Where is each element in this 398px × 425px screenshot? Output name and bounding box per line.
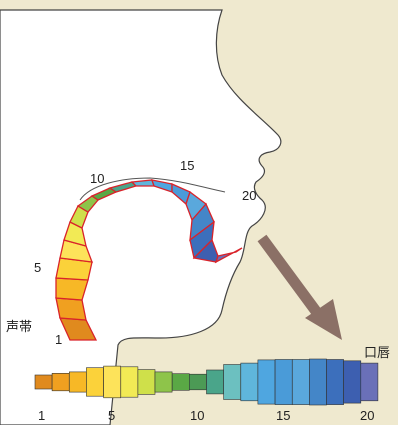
tube-segment-18: [327, 360, 344, 405]
tube-tick-20: 20: [360, 408, 374, 423]
tube-segment-16: [292, 360, 309, 405]
section-label-15: 15: [180, 158, 194, 173]
tube-segment-11: [207, 370, 224, 394]
vocal-folds-label: 声帯: [6, 320, 32, 335]
tract-section-3: [56, 278, 88, 300]
tube-tick-1: 1: [38, 408, 45, 423]
tract-section-2: [56, 298, 86, 320]
face-profile: [0, 10, 281, 425]
tube-segment-17: [309, 359, 326, 405]
tube-segment-13: [241, 363, 258, 401]
tube-segment-5: [104, 366, 121, 398]
tube-segment-15: [275, 360, 292, 405]
tube-segment-4: [86, 368, 103, 397]
tube-segment-2: [52, 373, 69, 391]
section-label-5: 5: [34, 260, 41, 275]
tube-segment-9: [172, 374, 189, 391]
section-label-20: 20: [242, 188, 256, 203]
tube-segment-20: [361, 363, 378, 401]
tube-segment-8: [155, 372, 172, 392]
tube-segment-7: [138, 370, 155, 395]
tube-segment-14: [258, 360, 275, 404]
section-label-1: 1: [55, 332, 62, 347]
mapping-arrow: [262, 238, 342, 340]
tube-tick-15: 15: [276, 408, 290, 423]
tube-segment-10: [189, 374, 206, 390]
lips-label: 口唇: [364, 346, 390, 361]
tube-segment-1: [35, 375, 52, 389]
tube-segment-19: [344, 361, 361, 403]
section-label-10: 10: [90, 171, 104, 186]
tube-tick-5: 5: [108, 408, 115, 423]
tube-tick-10: 10: [190, 408, 204, 423]
tube-segment-6: [121, 367, 138, 397]
tube-segment-12: [224, 365, 241, 400]
tube-segment-3: [69, 372, 86, 392]
